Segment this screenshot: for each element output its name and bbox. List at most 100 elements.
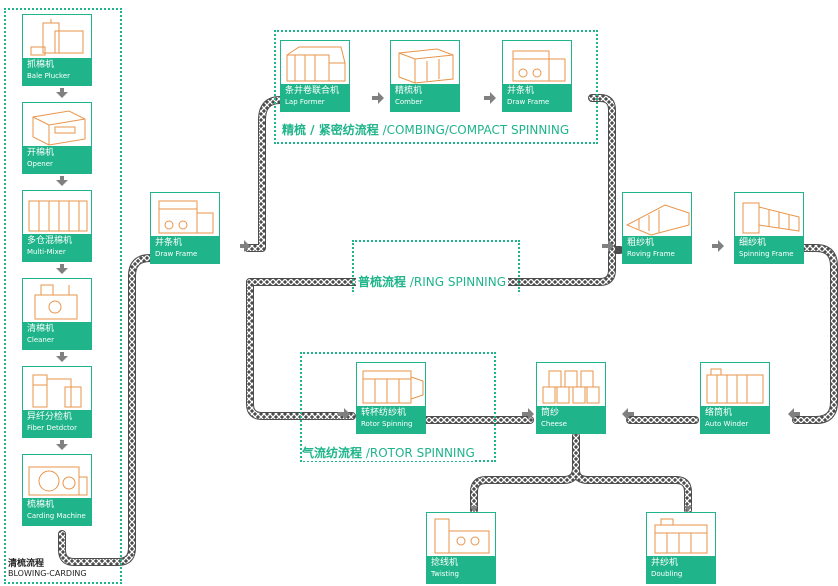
rotor-spinning-title: 气流纺流程 /ROTOR SPINNING [302, 445, 475, 461]
lap-former-icon [286, 46, 346, 82]
combing-group [274, 30, 598, 144]
roving-frame-icon [625, 204, 690, 236]
machine-roving-frame: 粗纱机 Roving Frame [622, 192, 692, 264]
draw-frame-icon [158, 200, 214, 234]
section-cn: 气流纺流程 [302, 446, 363, 460]
arrow-left-icon [622, 408, 634, 420]
machine-cleaner: 清棉机 Cleaner [22, 278, 92, 350]
section-cn: 清梳流程 [8, 559, 45, 569]
draw-frame-icon [512, 50, 566, 82]
machine-doubling: 并纱机 Doubling [646, 512, 716, 584]
opener-icon [32, 110, 86, 146]
machine-multi-mixer: 多仓混棉机 Multi-Mixer [22, 190, 92, 262]
twisting-icon [434, 518, 490, 554]
fiber-detector-icon [32, 374, 82, 408]
machine-rotor-spinning: 转杯纺纱机 Rotor Spinning [356, 362, 426, 434]
en-label: Twisting [431, 570, 460, 578]
machine-draw-frame-main: 并条机 Draw Frame [150, 192, 220, 264]
machine-comber: 精梳机 Comber [390, 40, 460, 112]
rotor-spinning-icon [362, 370, 424, 404]
section-en: /COMBING/COMPACT SPINNING [378, 123, 570, 137]
section-en: BLOWING-CARDING [8, 569, 87, 578]
ring-group [352, 240, 520, 292]
arrow-right-icon [240, 240, 250, 252]
machine-twisting: 捻线机 Twisting [426, 512, 496, 584]
en-label: Multi-Mixer [27, 248, 66, 256]
section-en: /ROTOR SPINNING [362, 446, 475, 460]
machine-spinning-frame: 细纱机 Spinning Frame [734, 192, 804, 264]
comber-icon [398, 48, 454, 84]
cleaner-icon [34, 284, 78, 320]
machine-cheese: 筒纱 Cheese [536, 362, 606, 434]
arrow-down-icon [56, 264, 68, 274]
en-label: Roving Frame [627, 250, 675, 258]
cn-label: 梳棉机 [27, 500, 55, 510]
cn-label: 条并卷联合机 [285, 86, 340, 96]
cn-label: 细纱机 [739, 238, 767, 248]
cn-label: 粗纱机 [627, 238, 655, 248]
arrow-right-icon [602, 240, 614, 252]
bale-plucker-icon [30, 19, 84, 56]
section-cn: 精梳 / 紧密纺流程 [282, 123, 379, 137]
blowing-carding-group [4, 8, 122, 584]
spinning-frame-icon [742, 202, 800, 234]
cn-label: 捻线机 [431, 558, 459, 568]
arrow-right-icon [522, 408, 534, 420]
machine-opener: 开棉机 Opener [22, 102, 92, 174]
section-cn: 普梳流程 [358, 275, 407, 289]
en-label: Draw Frame [507, 98, 550, 106]
arrow-right-icon [338, 408, 350, 420]
cn-label: 异纤分检机 [27, 412, 73, 422]
arrow-right-icon [56, 88, 68, 98]
arrow-left-icon [788, 408, 800, 420]
machine-carding: 梳棉机 Carding Machine [22, 454, 92, 526]
cheese-icon [542, 370, 600, 404]
multi-mixer-icon [28, 200, 88, 232]
machine-lap-former: 条并卷联合机 Lap Former [280, 40, 350, 112]
cn-label: 转杯纺纱机 [361, 408, 407, 418]
cn-label: 精梳机 [395, 86, 423, 96]
combing-title: 精梳 / 紧密纺流程 /COMBING/COMPACT SPINNING [282, 122, 569, 138]
cn-label: 筒纱 [541, 408, 560, 418]
cn-label: 清棉机 [27, 324, 55, 334]
en-label: Carding Machine [27, 512, 86, 520]
machine-fiber-detector: 异纤分检机 Fiber Detdctor [22, 366, 92, 438]
arrow-right-icon [484, 92, 496, 104]
doubling-icon [654, 518, 708, 554]
arrow-down-icon [56, 176, 68, 186]
section-en: /RING SPINNING [406, 275, 506, 289]
en-label: Spinning Frame [739, 250, 794, 258]
arrow-right-icon [712, 240, 724, 252]
machine-bale-plucker: 抓棉机 Bale Plucker [22, 14, 92, 86]
en-label: Bale Plucker [27, 72, 71, 80]
cn-label: 并条机 [155, 238, 183, 248]
rotor-group [300, 352, 496, 462]
machine-auto-winder: 络筒机 Auto Winder [700, 362, 770, 434]
cn-label: 开棉机 [27, 148, 55, 158]
en-label: Opener [27, 160, 53, 168]
machine-draw-frame-comb: 并条机 Draw Frame [502, 40, 572, 112]
ring-spinning-title: 普梳流程 /RING SPINNING [356, 274, 508, 290]
en-label: Comber [395, 98, 423, 106]
cn-label: 抓棉机 [27, 60, 55, 70]
arrow-down-icon [56, 352, 68, 362]
en-label: Fiber Detdctor [27, 424, 77, 432]
arrow-down-icon [684, 506, 692, 512]
arrow-right-icon [372, 92, 384, 104]
blowing-carding-title: 清梳流程 BLOWING-CARDING [8, 559, 87, 579]
cn-label: 并条机 [507, 86, 535, 96]
en-label: Lap Former [285, 98, 325, 106]
en-label: Cheese [541, 420, 567, 428]
cn-label: 并纱机 [651, 558, 679, 568]
carding-machine-icon [28, 466, 88, 496]
en-label: Auto Winder [705, 420, 749, 428]
en-label: Cleaner [27, 336, 55, 344]
cn-label: 络筒机 [705, 408, 733, 418]
auto-winder-icon [706, 368, 764, 404]
en-label: Doubling [651, 570, 683, 578]
arrow-down-icon [56, 440, 68, 450]
en-label: Rotor Spinning [361, 420, 413, 428]
cn-label: 多仓混棉机 [27, 236, 73, 246]
en-label: Draw Frame [155, 250, 198, 258]
